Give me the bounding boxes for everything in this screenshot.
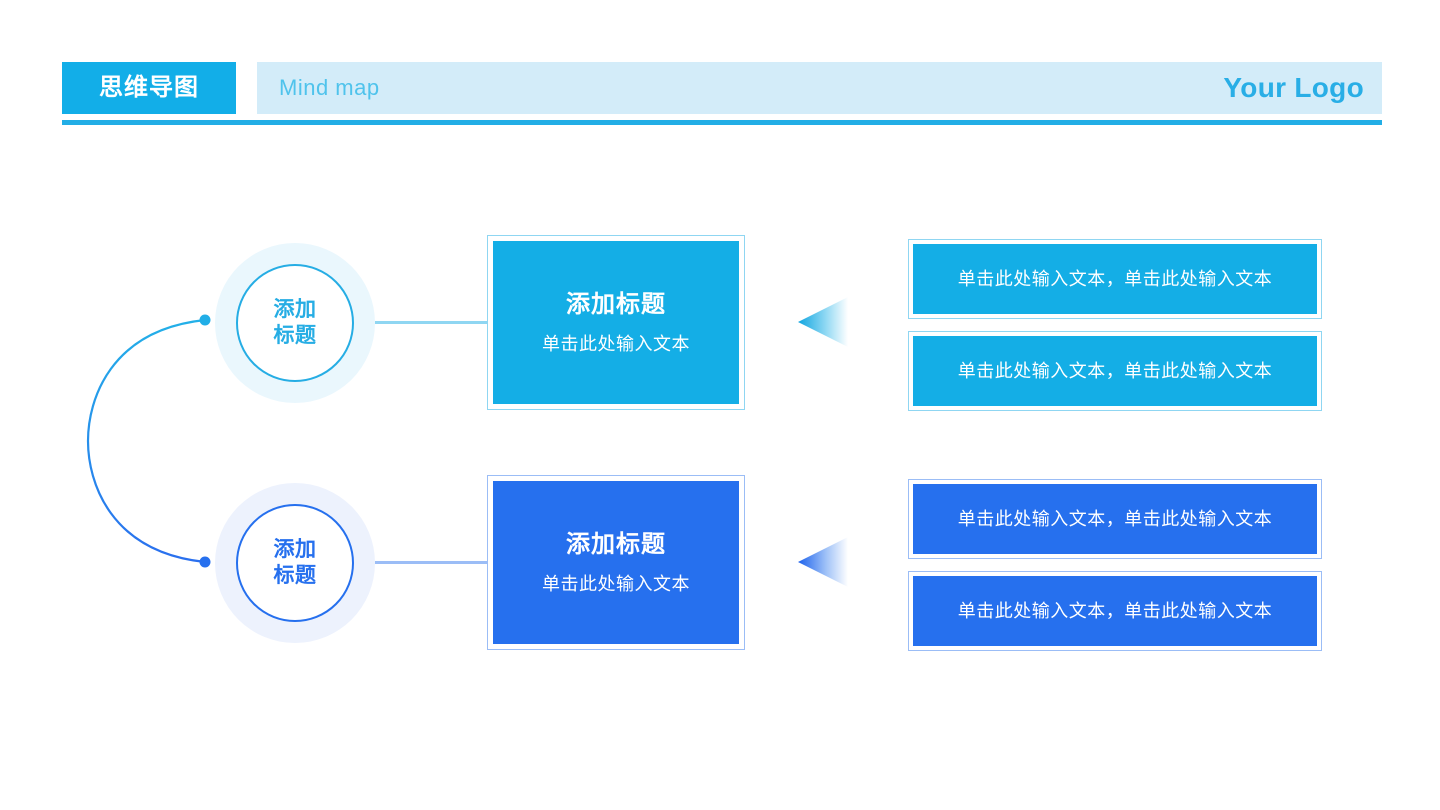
header-underline-rule [62, 120, 1382, 125]
branch-node-circle-2[interactable]: 添加 标题 [215, 483, 375, 643]
branch-node-inner-2: 添加 标题 [236, 504, 354, 622]
arc-endpoint-dot-bottom [199, 556, 211, 568]
arc-endpoint-dot-top [199, 314, 211, 326]
detail-bar-text: 单击此处输入文本，单击此处输入文本 [957, 269, 1273, 289]
branch-title-subtext-1: 单击此处输入文本 [542, 333, 690, 354]
detail-bar-fill: 单击此处输入文本，单击此处输入文本 [913, 484, 1317, 554]
branch-node-label-1: 添加 标题 [273, 298, 317, 347]
header-subtitle: Mind map [279, 75, 380, 100]
header-title-text: 思维导图 [99, 74, 199, 101]
detail-bar[interactable]: 单击此处输入文本，单击此处输入文本 [908, 479, 1322, 559]
detail-bar[interactable]: 单击此处输入文本，单击此处输入文本 [908, 239, 1322, 319]
detail-bar[interactable]: 单击此处输入文本，单击此处输入文本 [908, 331, 1322, 411]
branch-node-label-2: 添加 标题 [273, 538, 317, 587]
header-logo: Your Logo [1223, 72, 1364, 103]
branch-arrow-blue-icon [798, 537, 848, 587]
branch-title-heading-1: 添加标题 [566, 290, 666, 318]
header-bar: Mind map Your Logo [257, 62, 1382, 114]
detail-bar-fill: 单击此处输入文本，单击此处输入文本 [913, 336, 1317, 406]
branch-title-card-fill-2: 添加标题 单击此处输入文本 [493, 481, 739, 644]
page-header: 思维导图 Mind map Your Logo [0, 0, 1440, 140]
detail-bar-text: 单击此处输入文本，单击此处输入文本 [957, 601, 1273, 621]
detail-bar-fill: 单击此处输入文本，单击此处输入文本 [913, 576, 1317, 646]
branch-node-inner-1: 添加 标题 [236, 264, 354, 382]
branch-title-card-1[interactable]: 添加标题 单击此处输入文本 [487, 235, 745, 410]
branch-title-card-fill-1: 添加标题 单击此处输入文本 [493, 241, 739, 404]
branch-title-heading-2: 添加标题 [566, 530, 666, 558]
detail-bar-text: 单击此处输入文本，单击此处输入文本 [957, 361, 1273, 381]
header-title-tag: 思维导图 [62, 62, 236, 114]
detail-bar-fill: 单击此处输入文本，单击此处输入文本 [913, 244, 1317, 314]
branch-title-card-2[interactable]: 添加标题 单击此处输入文本 [487, 475, 745, 650]
branch-arc-connector [86, 318, 206, 564]
detail-bar[interactable]: 单击此处输入文本，单击此处输入文本 [908, 571, 1322, 651]
branch-arrow-cyan-icon [798, 297, 848, 347]
detail-bar-text: 单击此处输入文本，单击此处输入文本 [957, 509, 1273, 529]
branch-title-subtext-2: 单击此处输入文本 [542, 573, 690, 594]
branch-node-circle-1[interactable]: 添加 标题 [215, 243, 375, 403]
